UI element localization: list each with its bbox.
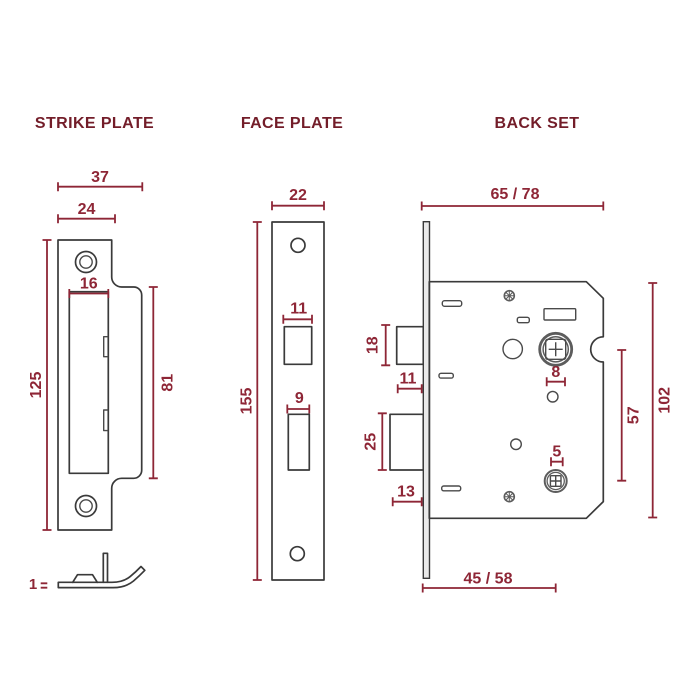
dim-line-face-bolt-opening <box>286 404 311 414</box>
strike-plate-title: STRIKE PLATE <box>35 115 154 132</box>
back-set-dimensions: 65 / 78 18 11 25 13 8 5 57 102 45 / 58 <box>362 186 674 593</box>
dim-spindle-hole: 8 <box>551 364 560 381</box>
dim-strike-overall-width: 37 <box>91 169 109 186</box>
strike-plate-outline <box>57 239 143 531</box>
dim-line-strike-thickness <box>40 582 48 589</box>
lock-case-outline <box>428 280 605 520</box>
slot-keep <box>543 308 577 321</box>
dim-latch-height: 18 <box>365 336 382 354</box>
dim-line-latch-protrusion <box>396 384 423 394</box>
dim-turn-hole: 5 <box>552 444 561 461</box>
dim-line-centres <box>617 349 627 482</box>
dim-strike-plate-width: 24 <box>78 201 96 218</box>
strike-screw-hole-bottom-outer <box>74 494 98 518</box>
strike-plate-drawing <box>57 239 143 531</box>
face-plate-section: FACE PLATE 22 11 9 155 <box>239 115 343 581</box>
dim-line-case-depth <box>420 201 605 211</box>
face-plate-screw-hole-top <box>290 237 306 254</box>
dim-face-height: 155 <box>239 388 256 415</box>
turn-follower <box>543 469 568 493</box>
dim-line-face-width <box>271 201 325 211</box>
dim-strike-thickness: 1 <box>29 576 37 593</box>
slot-middle <box>516 316 530 324</box>
dim-line-strike-lip-height <box>148 286 158 480</box>
case-screw-top <box>503 289 516 302</box>
strike-screw-hole-top-outer <box>74 250 98 274</box>
strike-opening-notch-upper <box>103 336 109 358</box>
dim-centres: 57 <box>626 406 643 424</box>
face-plate-bolt-opening <box>287 413 311 471</box>
lock-body-drawing <box>389 220 605 580</box>
dim-latch-protrusion: 11 <box>400 371 417 388</box>
dim-face-bolt-opening: 9 <box>295 390 304 407</box>
case-screw-bottom <box>503 490 516 503</box>
dim-line-strike-opening-width <box>68 289 110 298</box>
dim-strike-height: 125 <box>28 372 45 399</box>
dim-line-strike-plate-width <box>57 214 116 224</box>
case-hole-small-2 <box>510 438 523 451</box>
case-hole-large <box>502 338 524 360</box>
slot-bottom-left <box>441 485 462 492</box>
dim-line-strike-overall-width <box>57 182 144 192</box>
dim-line-spindle-hole <box>545 377 566 387</box>
face-plate-drawing <box>271 221 325 581</box>
dim-bolt-height: 25 <box>362 433 379 451</box>
slot-mid-left <box>438 372 455 379</box>
dim-face-latch-opening: 11 <box>290 301 307 318</box>
strike-screw-hole-top-inner <box>79 255 93 269</box>
dim-case-depth: 65 / 78 <box>491 186 540 203</box>
strike-plate-dimensions: 37 24 16 125 81 1 <box>28 169 177 593</box>
back-set-title: BACK SET <box>495 115 580 132</box>
face-plate-latch-opening <box>283 325 313 366</box>
face-plate-outline <box>271 221 325 581</box>
spindle-follower <box>538 331 574 367</box>
strike-opening-notch-lower <box>103 409 109 432</box>
face-plate-screw-hole-bottom <box>289 545 306 562</box>
dim-bolt-protrusion: 13 <box>397 484 415 501</box>
face-plate-title: FACE PLATE <box>241 115 343 132</box>
face-plate-dimensions: 22 11 9 155 <box>239 187 325 581</box>
dim-line-turn-hole <box>550 457 564 467</box>
dim-line-backset <box>421 583 557 593</box>
dim-backset: 45 / 58 <box>464 571 513 588</box>
dim-line-latch-height <box>381 324 391 367</box>
dim-line-strike-height <box>42 239 52 531</box>
strike-plate-section: STRIKE PLATE 37 24 16 125 <box>28 115 177 593</box>
strike-screw-hole-bottom-inner <box>79 499 93 513</box>
dim-line-case-height <box>648 282 658 519</box>
dim-strike-opening-width: 16 <box>80 276 98 293</box>
back-set-section: BACK SET <box>362 115 674 593</box>
strike-side-tab <box>102 552 109 584</box>
strike-side-plate <box>57 565 146 589</box>
slot-top-left <box>441 300 463 308</box>
dead-bolt <box>389 413 425 471</box>
dim-strike-lip-height: 81 <box>160 374 177 392</box>
case-hole-small-1 <box>546 390 559 403</box>
strike-opening <box>68 290 110 475</box>
dim-line-face-height <box>252 221 262 581</box>
strike-side-bump <box>71 573 99 584</box>
dim-line-bolt-protrusion <box>391 497 423 507</box>
dim-case-height: 102 <box>657 387 674 414</box>
dim-face-width: 22 <box>289 187 307 204</box>
strike-plate-side-view <box>57 552 146 589</box>
latch-bolt <box>395 325 425 366</box>
dim-line-face-latch-opening <box>282 314 313 324</box>
dim-line-bolt-height <box>377 412 387 471</box>
